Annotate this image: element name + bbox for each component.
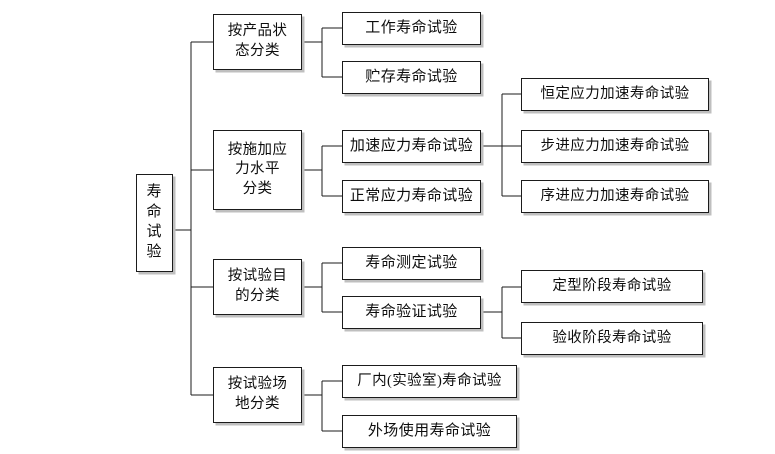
node-in-plant-laboratory-life-test[interactable]: 厂内(实验室)寿命试验	[342, 365, 517, 398]
node-life-verification-test[interactable]: 寿命验证试验	[342, 296, 481, 329]
node-finalization-stage-life-test[interactable]: 定型阶段寿命试验	[521, 270, 703, 303]
node-life-measurement-test[interactable]: 寿命测定试验	[342, 247, 481, 280]
node-branch-by-test-site[interactable]: 按试验场 地分类	[213, 367, 302, 423]
node-branch-by-product-state[interactable]: 按产品状 态分类	[213, 14, 302, 70]
node-normal-stress-life-test[interactable]: 正常应力寿命试验	[342, 180, 481, 213]
node-step-stress-accelerated-life-test[interactable]: 步进应力加速寿命试验	[521, 130, 709, 163]
node-branch-by-test-purpose[interactable]: 按试验目 的分类	[213, 259, 302, 315]
node-branch-by-stress-level[interactable]: 按施加应 力水平 分类	[213, 130, 302, 210]
node-accelerated-stress-life-test[interactable]: 加速应力寿命试验	[342, 130, 481, 163]
node-working-life-test[interactable]: 工作寿命试验	[342, 12, 481, 45]
node-acceptance-stage-life-test[interactable]: 验收阶段寿命试验	[521, 322, 703, 355]
node-field-use-life-test[interactable]: 外场使用寿命试验	[342, 415, 517, 448]
node-constant-stress-accelerated-life-test[interactable]: 恒定应力加速寿命试验	[521, 78, 709, 111]
node-progressive-stress-accelerated-life-test[interactable]: 序进应力加速寿命试验	[521, 180, 709, 213]
node-root[interactable]: 寿 命 试 验	[136, 174, 173, 272]
node-storage-life-test[interactable]: 贮存寿命试验	[342, 61, 481, 94]
